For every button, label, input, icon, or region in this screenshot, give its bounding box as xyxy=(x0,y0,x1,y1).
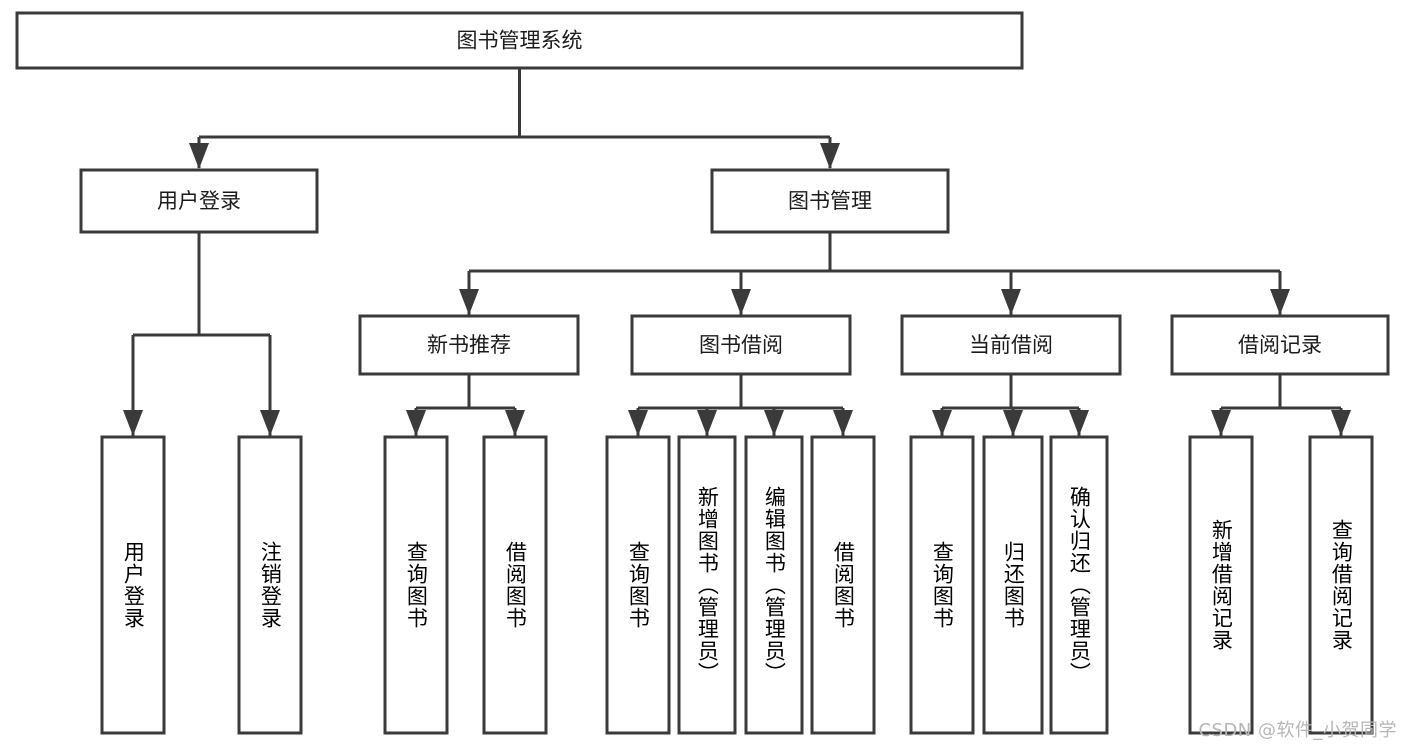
node-box[interactable] xyxy=(810,435,876,735)
arrow-head-icon xyxy=(1001,289,1021,315)
node-leaf-0[interactable]: 用户登录 xyxy=(100,435,166,735)
node-label-container: 查询图书 xyxy=(930,541,955,629)
arrow-head-icon xyxy=(1270,289,1290,315)
node-leaf-8[interactable]: 查询图书 xyxy=(909,435,975,735)
node-box[interactable] xyxy=(383,435,449,735)
node-leaf-4[interactable]: 查询图书 xyxy=(605,435,671,735)
node-label: 查询借阅记录 xyxy=(1329,519,1354,651)
node-label-container: 新增借阅记录 xyxy=(1209,519,1234,651)
node-box[interactable] xyxy=(100,435,166,735)
node-box[interactable] xyxy=(900,314,1122,376)
watermark-label: CSDN @软件_小贺同学 xyxy=(1198,720,1397,741)
node-box[interactable] xyxy=(630,314,852,376)
node-label-container: 注销登录 xyxy=(258,541,283,629)
node-box[interactable] xyxy=(710,168,950,234)
arrow-head-icon xyxy=(731,289,751,315)
node-box[interactable] xyxy=(1170,314,1390,376)
node-label: 图书管理 xyxy=(788,189,872,213)
node-leaf-5[interactable]: 新增图书（管理员） xyxy=(677,435,737,735)
node-box[interactable] xyxy=(358,314,580,376)
node-leaf-1[interactable]: 注销登录 xyxy=(237,435,303,735)
node-box[interactable] xyxy=(237,435,303,735)
node-box[interactable] xyxy=(744,435,804,735)
node-leaf-7[interactable]: 借阅图书 xyxy=(810,435,876,735)
node-leaf-11[interactable]: 新增借阅记录 xyxy=(1188,435,1254,735)
arrow-head-icon xyxy=(1003,410,1023,436)
node-label: 确认归还（管理员） xyxy=(1067,486,1092,684)
node-label-container: 用户登录 xyxy=(121,541,146,629)
arrow-head-icon xyxy=(505,410,525,436)
node-box[interactable] xyxy=(982,435,1044,735)
connector-layer xyxy=(123,68,1351,436)
node-label: 新增图书（管理员） xyxy=(695,486,720,684)
node-label: 图书管理系统 xyxy=(457,29,583,53)
node-label: 查询图书 xyxy=(404,541,429,629)
node-label: 当前借阅 xyxy=(969,333,1053,357)
node-label-container: 新增图书（管理员） xyxy=(695,486,720,684)
node-leaf-6[interactable]: 编辑图书（管理员） xyxy=(744,435,804,735)
node-leaf-3[interactable]: 借阅图书 xyxy=(482,435,548,735)
arrow-head-icon xyxy=(406,410,426,436)
node-level3-1[interactable]: 图书借阅 xyxy=(630,314,852,376)
node-level3-2[interactable]: 当前借阅 xyxy=(900,314,1122,376)
node-label-container: 借阅图书 xyxy=(831,541,856,629)
node-label: 归还图书 xyxy=(1001,541,1026,629)
node-label-container: 查询图书 xyxy=(626,541,651,629)
arrow-head-icon xyxy=(1069,410,1089,436)
node-label-container: 确认归还（管理员） xyxy=(1067,486,1092,684)
node-leaf-2[interactable]: 查询图书 xyxy=(383,435,449,735)
node-label: 新增借阅记录 xyxy=(1209,519,1234,651)
arrow-head-icon xyxy=(833,410,853,436)
node-leaf-9[interactable]: 归还图书 xyxy=(982,435,1044,735)
arrow-head-icon xyxy=(628,410,648,436)
arrow-head-icon xyxy=(1211,410,1231,436)
arrow-head-icon xyxy=(764,410,784,436)
arrow-head-icon xyxy=(260,410,280,436)
node-level2-0[interactable]: 用户登录 xyxy=(79,168,319,234)
node-label: 用户登录 xyxy=(121,541,146,629)
node-level3-3[interactable]: 借阅记录 xyxy=(1170,314,1390,376)
node-label: 借阅图书 xyxy=(503,541,528,629)
arrow-head-icon xyxy=(932,410,952,436)
node-layer: 用户登录图书管理图书管理系统新书推荐图书借阅当前借阅借阅记录用户登录注销登录查询… xyxy=(15,11,1390,735)
node-label: 查询图书 xyxy=(626,541,651,629)
arrow-head-icon xyxy=(123,410,143,436)
arrow-head-icon xyxy=(697,410,717,436)
node-label: 注销登录 xyxy=(258,541,283,629)
node-leaf-10[interactable]: 确认归还（管理员） xyxy=(1049,435,1109,735)
node-box[interactable] xyxy=(79,168,319,234)
node-label: 借阅图书 xyxy=(831,541,856,629)
node-box[interactable] xyxy=(1308,435,1374,735)
node-label-container: 查询借阅记录 xyxy=(1329,519,1354,651)
node-label-container: 归还图书 xyxy=(1001,541,1026,629)
node-box[interactable] xyxy=(1188,435,1254,735)
arrow-head-icon xyxy=(189,143,209,169)
arrow-head-icon xyxy=(1331,410,1351,436)
node-label: 借阅记录 xyxy=(1238,333,1322,357)
node-label: 图书借阅 xyxy=(699,333,783,357)
arrow-head-icon xyxy=(459,289,479,315)
node-label: 查询图书 xyxy=(930,541,955,629)
node-box[interactable] xyxy=(15,11,1024,70)
arrow-head-icon xyxy=(820,143,840,169)
node-box[interactable] xyxy=(909,435,975,735)
node-box[interactable] xyxy=(677,435,737,735)
node-leaf-12[interactable]: 查询借阅记录 xyxy=(1308,435,1374,735)
node-level2-1[interactable]: 图书管理 xyxy=(710,168,950,234)
node-label: 用户登录 xyxy=(157,189,241,213)
node-box[interactable] xyxy=(605,435,671,735)
node-level3-0[interactable]: 新书推荐 xyxy=(358,314,580,376)
node-label-container: 查询图书 xyxy=(404,541,429,629)
node-box[interactable] xyxy=(1049,435,1109,735)
node-label-container: 编辑图书（管理员） xyxy=(762,486,787,684)
node-label: 新书推荐 xyxy=(427,333,511,357)
node-box[interactable] xyxy=(482,435,548,735)
node-label: 编辑图书（管理员） xyxy=(762,486,787,684)
node-root-0[interactable]: 图书管理系统 xyxy=(15,11,1024,70)
node-label-container: 借阅图书 xyxy=(503,541,528,629)
